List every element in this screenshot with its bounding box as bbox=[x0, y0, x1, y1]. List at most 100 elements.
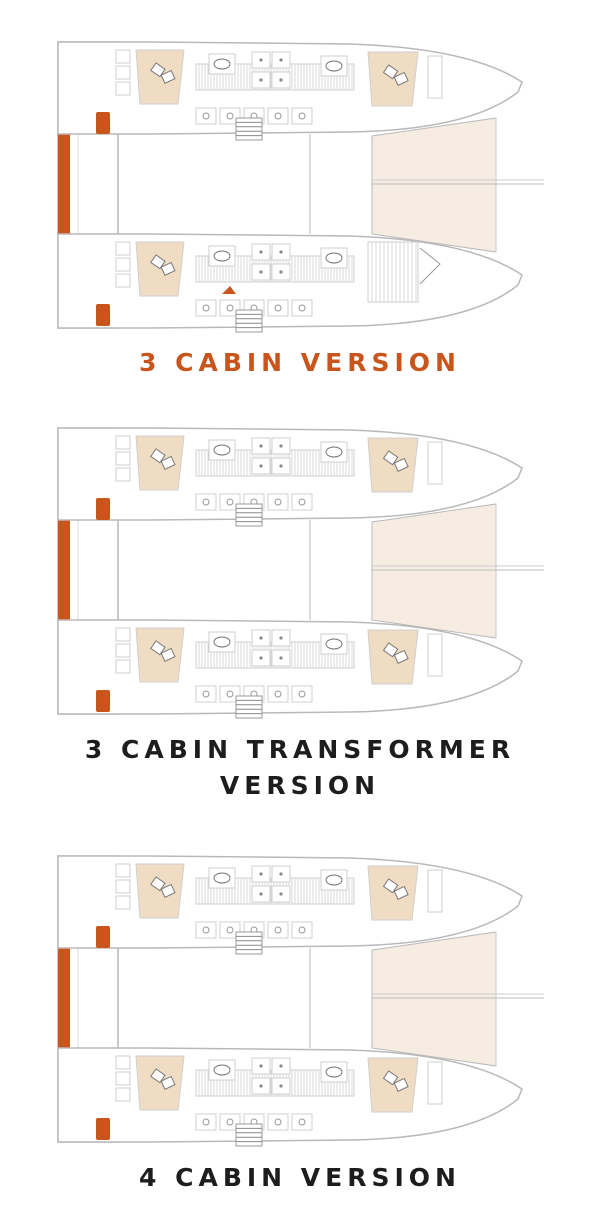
hull-b-forward-head-toilet bbox=[325, 638, 343, 650]
hull-a-forward-bed-pillow bbox=[382, 878, 399, 894]
hull-a-cabinet bbox=[195, 493, 217, 511]
hull-a-aft-bed-pillow bbox=[160, 455, 176, 470]
hull-a-aft-locker bbox=[115, 49, 131, 64]
hull-b-forward-bed bbox=[367, 1057, 419, 1113]
hull-b-cabinet bbox=[267, 299, 289, 317]
hull-b-forward-locker bbox=[427, 633, 443, 677]
hull-a bbox=[57, 855, 523, 955]
hull-a-fitting bbox=[202, 498, 210, 506]
caption-line-1: 3 CABIN TRANSFORMER bbox=[84, 735, 516, 764]
hull-a bbox=[57, 427, 523, 527]
hull-a-aft-bed bbox=[135, 435, 185, 491]
hull-a-fitting bbox=[298, 498, 306, 506]
hull-a-forward-locker bbox=[427, 869, 443, 913]
hull-a-fitting bbox=[226, 112, 234, 120]
deck-plan-3-cabin bbox=[0, 34, 600, 334]
hull-b-cabinet bbox=[219, 1113, 241, 1131]
hull-b-aft-locker bbox=[115, 659, 131, 674]
hull-b-forward-head bbox=[320, 1061, 348, 1083]
hull-a-basins-lower-drain bbox=[279, 464, 283, 468]
hull-b-aft-bed-pillow bbox=[160, 1075, 176, 1090]
hull-b-basins-lower-drain bbox=[259, 1084, 263, 1088]
hull-a-basins-lower bbox=[251, 885, 291, 903]
hull-b-aft-bed bbox=[135, 627, 185, 683]
hull-b-cabinet bbox=[195, 299, 217, 317]
hull-b-aft-head-box bbox=[208, 1059, 236, 1081]
hull-a-forward-head bbox=[320, 55, 348, 77]
hull-a-aft-head-toilet bbox=[213, 58, 231, 70]
hull-a-helm-seat bbox=[96, 112, 110, 134]
hull-a-fitting bbox=[226, 926, 234, 934]
hull-b-aft-head-box bbox=[208, 245, 236, 267]
hull-a-basins-lower-drain bbox=[259, 78, 263, 82]
hull-b-forward-head bbox=[320, 633, 348, 655]
hull-a-basins-drain bbox=[279, 444, 283, 448]
hull-b-cabinet bbox=[291, 1113, 313, 1131]
trampoline bbox=[371, 931, 497, 1067]
hull-b-forward-berth-frame bbox=[367, 241, 419, 303]
hull-a-aft-bed bbox=[135, 49, 185, 105]
hull-b-forward-head-box bbox=[320, 247, 348, 269]
trampoline bbox=[371, 117, 497, 253]
hull-b-basins bbox=[251, 243, 291, 261]
hull-a-forward-locker bbox=[427, 441, 443, 485]
hull-a-aft-locker bbox=[115, 81, 131, 96]
hull-b-basins-lower bbox=[251, 649, 291, 667]
hull-b-basins-lower bbox=[251, 1077, 291, 1095]
hull-b-aft-head bbox=[208, 631, 236, 653]
hull-a-fitting bbox=[274, 498, 282, 506]
hull-a-forward-bed-pillow bbox=[382, 450, 399, 466]
hull-b-basins-lower-drain bbox=[259, 270, 263, 274]
hull-a-stair-frame bbox=[235, 117, 263, 141]
hull-a-forward-head bbox=[320, 441, 348, 463]
hull-a-basins-lower bbox=[251, 71, 291, 89]
caption-3-cabin-transformer-version: 3 CABIN TRANSFORMER VERSION bbox=[0, 732, 600, 804]
hull-b-aft-head bbox=[208, 1059, 236, 1081]
hull-b-aft-locker bbox=[115, 257, 131, 272]
hull-a-basins-lower-drain bbox=[259, 892, 263, 896]
hull-b-fitting bbox=[274, 1118, 282, 1126]
hull-a-fitting bbox=[274, 112, 282, 120]
hull-a-basins-drain bbox=[259, 444, 263, 448]
hull-b-fitting bbox=[298, 690, 306, 698]
hull-b-aft-bed-pillow bbox=[150, 254, 166, 270]
hull-b-basins-drain bbox=[259, 636, 263, 640]
hull-b bbox=[57, 233, 523, 333]
hull-a-stair bbox=[235, 503, 263, 527]
hull-a-basins-drain bbox=[279, 872, 283, 876]
hull-b-stair bbox=[235, 1123, 263, 1147]
hull-a-aft-bed-pillow bbox=[160, 69, 176, 84]
hull-a-aft-head-box bbox=[208, 53, 236, 75]
hull-a-fitting bbox=[202, 112, 210, 120]
hull-a-fitting bbox=[298, 112, 306, 120]
hull-b-forward-locker bbox=[427, 1061, 443, 1105]
hull-b-aft-bed-pillow bbox=[160, 261, 176, 276]
hull-b-forward-bed-pillow bbox=[393, 649, 409, 664]
hull-b-cabinet bbox=[195, 1113, 217, 1131]
hull-a-cabinet bbox=[219, 493, 241, 511]
hull-a-forward-head-box bbox=[320, 869, 348, 891]
hull-a-aft-locker bbox=[115, 65, 131, 80]
hull-b-cabinet bbox=[219, 685, 241, 703]
hull-b-basins-lower-drain bbox=[259, 656, 263, 660]
hull-a-aft-locker bbox=[115, 879, 131, 894]
hull-a-cabinet bbox=[267, 493, 289, 511]
hull-a-aft-bed-pillow bbox=[150, 448, 166, 464]
hull-a-forward-head-toilet bbox=[325, 446, 343, 458]
hull-b-forward-bed-pillow bbox=[382, 642, 399, 658]
hull-b-fitting bbox=[274, 690, 282, 698]
trampoline bbox=[371, 503, 497, 639]
hull-a-forward-bed bbox=[367, 437, 419, 493]
hull-a-cabinet bbox=[219, 921, 241, 939]
hull-a-basins-lower-drain bbox=[279, 78, 283, 82]
hull-b-stair bbox=[235, 695, 263, 719]
hull-b-aft-locker bbox=[115, 273, 131, 288]
hull-a-fitting bbox=[298, 926, 306, 934]
hull-b-basins-drain bbox=[279, 636, 283, 640]
hull-b-basins bbox=[251, 1057, 291, 1075]
hull-a-basins-drain bbox=[259, 872, 263, 876]
hull-b-fitting bbox=[202, 304, 210, 312]
hull-b-basins-drain bbox=[279, 250, 283, 254]
hull-b-forward-head-box bbox=[320, 1061, 348, 1083]
hull-b-fitting bbox=[202, 690, 210, 698]
